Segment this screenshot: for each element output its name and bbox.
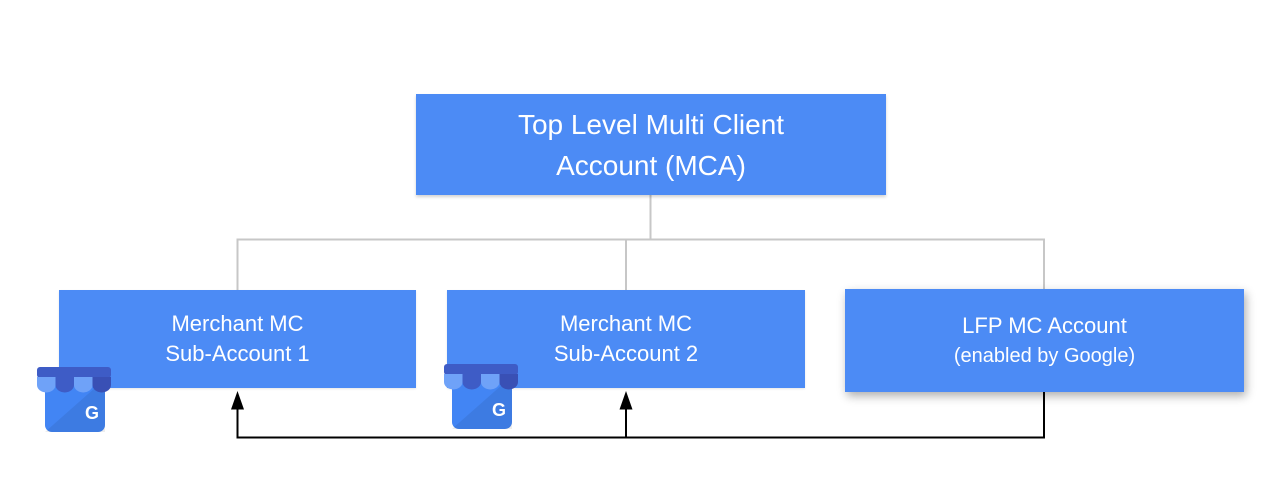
node-label-line1: Top Level Multi Client [517, 108, 785, 140]
node-label-line2: Sub-Account 1 [165, 341, 310, 366]
node-label-line2: Sub-Account 2 [553, 341, 699, 366]
node-label-line2: Account (MCA) [556, 149, 746, 181]
node-top-level-mca: Top Level Multi Client Account (MCA) [416, 94, 886, 195]
lfp-flow-line [236, 392, 1045, 439]
google-g-letter: G [85, 403, 99, 423]
google-business-profile-icon: G [444, 364, 518, 429]
node-label-line1: LFP MC Account [962, 312, 1127, 338]
node-label-line2: (enabled by Google) [953, 344, 1136, 367]
arrow-up-icon [619, 391, 633, 410]
node-merchant-sub-account-1: Merchant MC Sub-Account 1 [59, 290, 416, 388]
node-label-line1: Merchant MC [171, 311, 304, 336]
node-label-line1: Merchant MC [559, 311, 693, 336]
google-g-letter: G [492, 400, 506, 420]
google-business-profile-icon: G [37, 367, 111, 432]
arrow-up-icon [231, 391, 244, 410]
tree-connector-lines [236, 195, 1045, 291]
node-lfp-mc-account: LFP MC Account (enabled by Google) [845, 289, 1244, 392]
